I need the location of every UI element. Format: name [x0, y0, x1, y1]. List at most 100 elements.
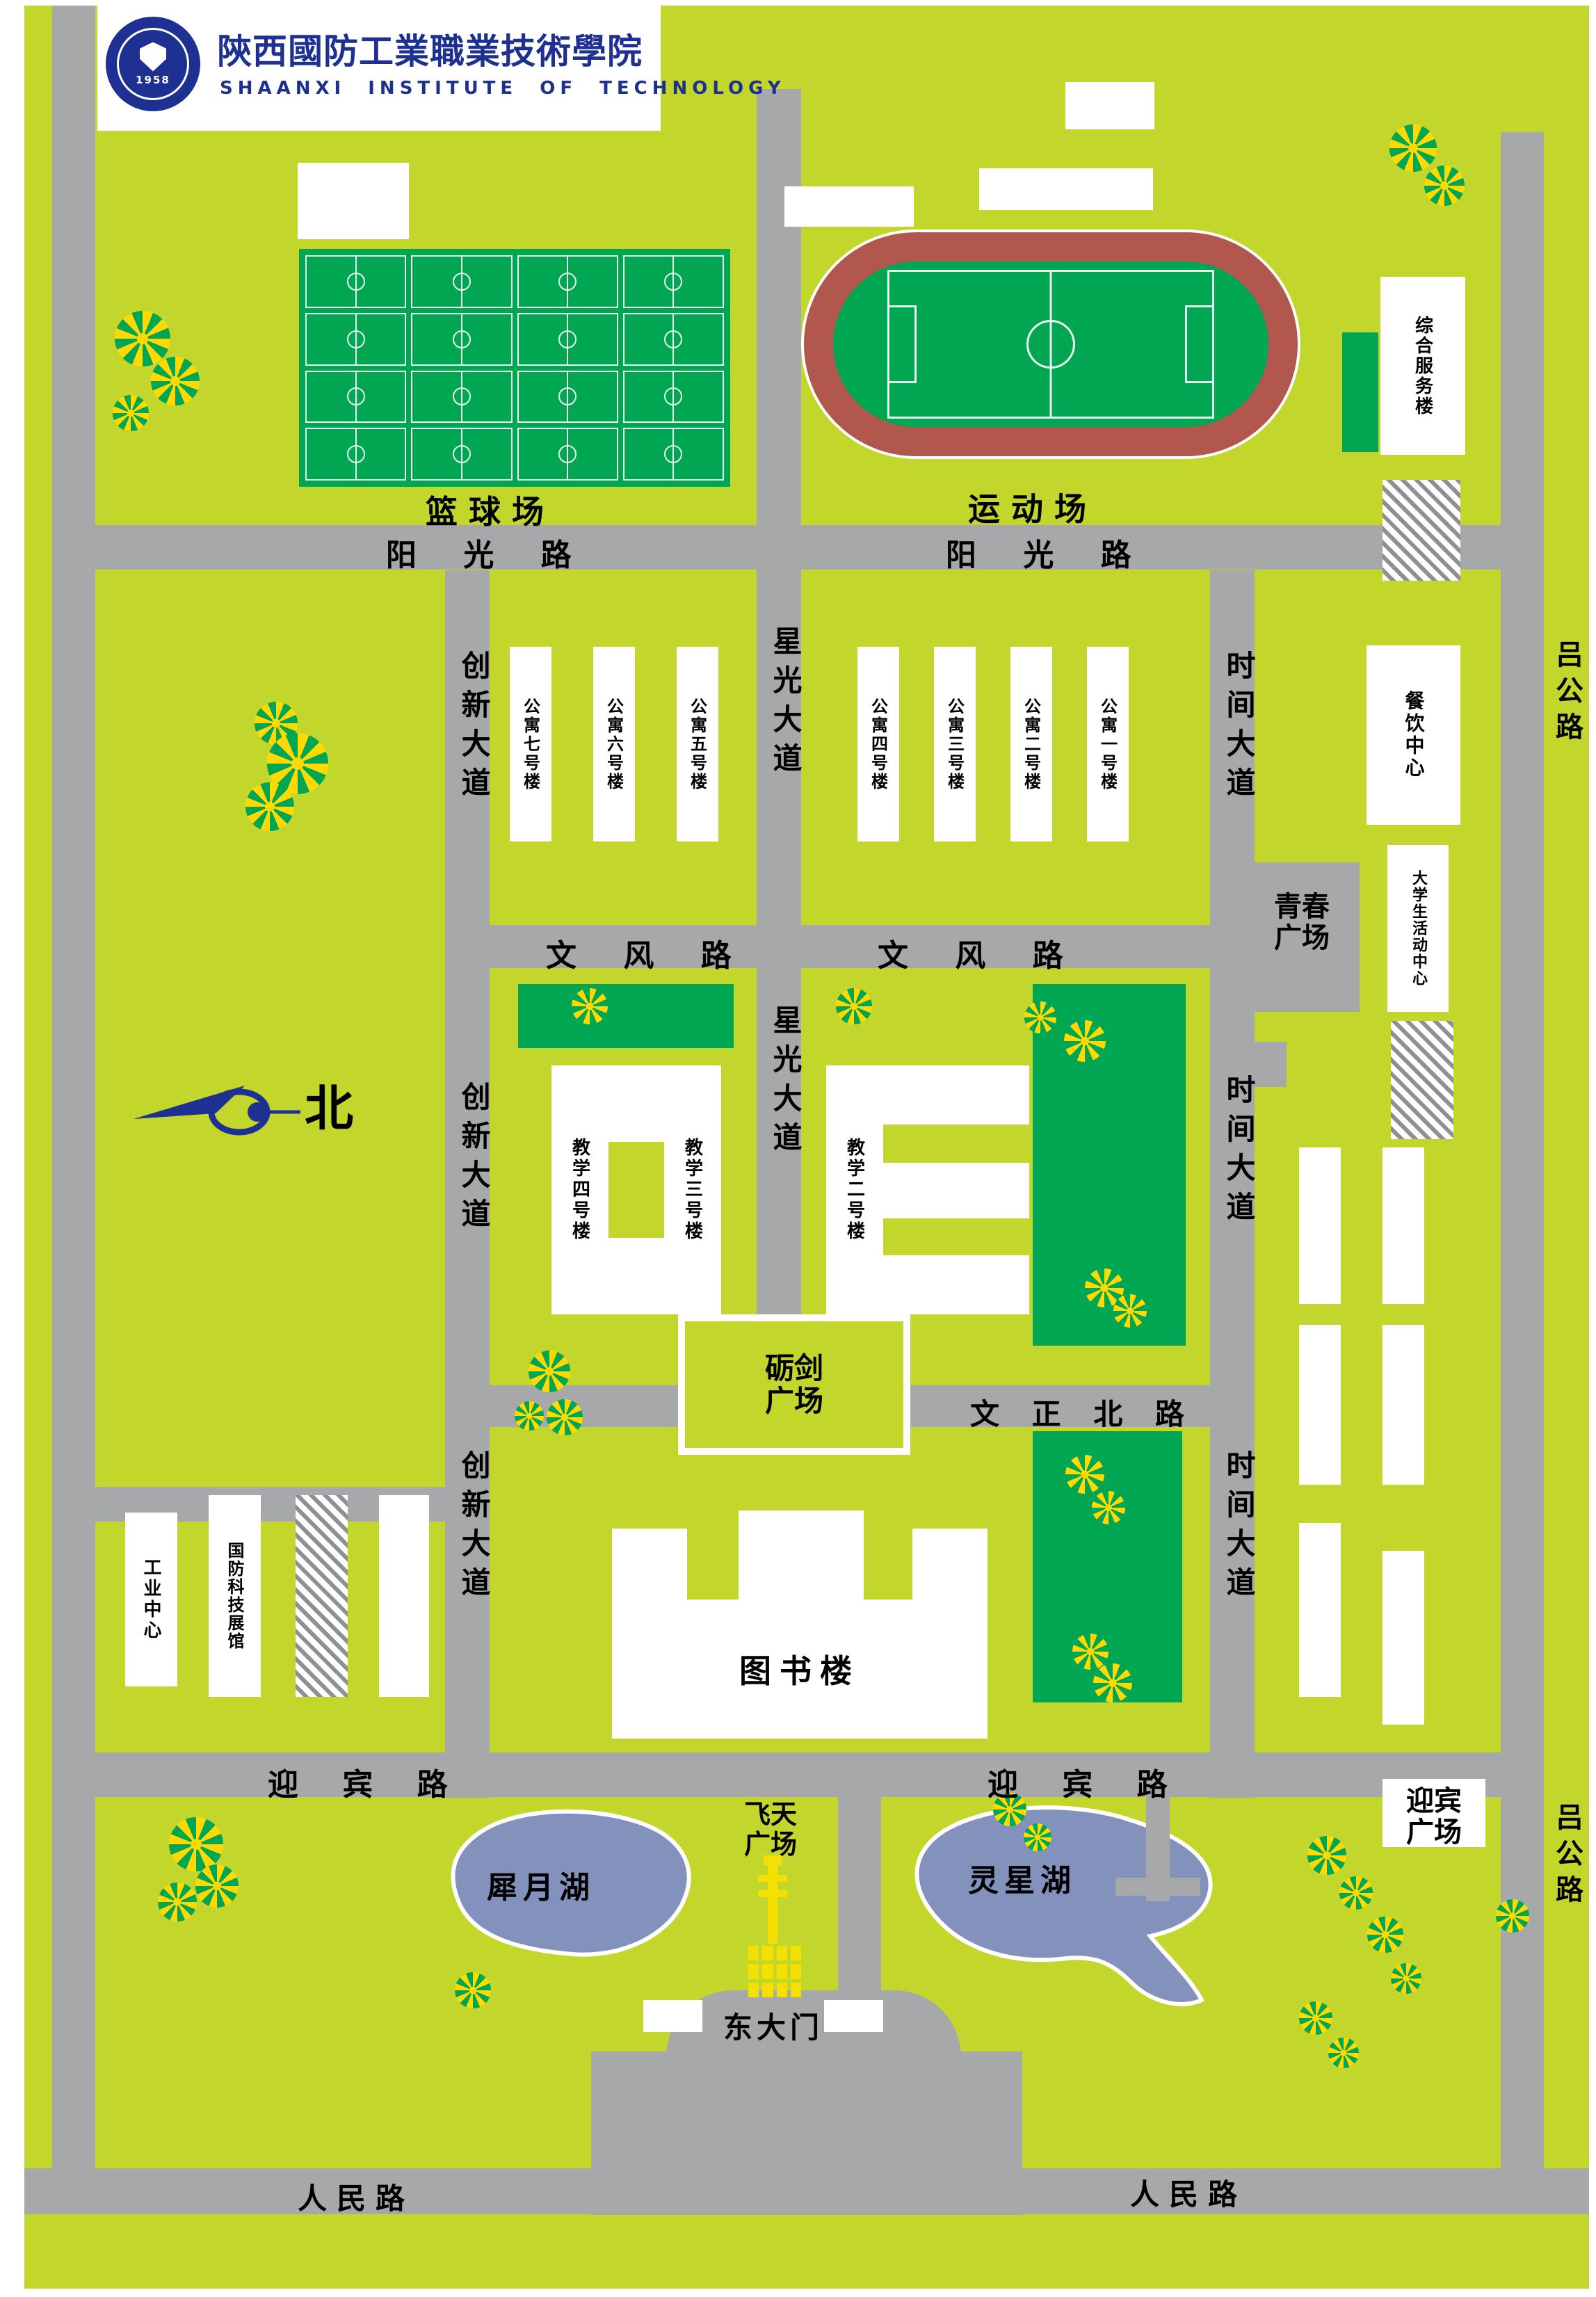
monument-base [748, 1946, 801, 1997]
lingxing-lake-label: 灵星湖 [968, 1863, 1077, 1899]
tree-icon [1496, 1899, 1529, 1933]
building-east-block [1299, 1523, 1341, 1697]
basketball-court [517, 255, 618, 308]
basketball-court [411, 428, 513, 481]
teaching-4-wing-north [608, 1065, 664, 1142]
tree-icon [836, 988, 872, 1024]
building-teaching-2: 教学二号楼 [826, 1065, 883, 1314]
feitian-square-label: 飞天广场 [743, 1799, 797, 1860]
road-label-wenfeng-east: 文 风 路 [878, 938, 1081, 974]
library-tower-east [912, 1529, 988, 1599]
road-chuangxin-avenue [445, 570, 490, 1798]
road-label-shijian-1: 时间大道 [1222, 650, 1256, 806]
road-label-chuangxin-3: 创新大道 [457, 1450, 491, 1606]
xiyue-lake-shape [451, 1809, 691, 1957]
service-building-label: 综合服务楼 [1412, 315, 1433, 417]
basketball-court [622, 312, 724, 366]
basketball-court [305, 370, 407, 424]
pitch-center-circle [1026, 320, 1075, 369]
campus-ground [24, 6, 1589, 2289]
compass-icon [134, 1086, 300, 1136]
building-dorm-6: 公寓六号楼 [593, 647, 635, 841]
pitch-goal-box-left [887, 305, 917, 383]
east-gate-plaza [591, 2052, 1022, 2215]
building-dorm-7: 公寓七号楼 [510, 647, 551, 841]
tree-icon [1339, 1876, 1373, 1910]
stadium-label: 运动场 [968, 490, 1097, 528]
road-label-chuangxin-2: 创新大道 [457, 1081, 491, 1237]
building-dorm-1: 公寓一号楼 [1087, 647, 1129, 841]
building-library: 图书楼 [612, 1599, 988, 1739]
tree-icon [1328, 2038, 1359, 2068]
building-hatched-northeast [1383, 480, 1460, 581]
tree-icon [1367, 1917, 1403, 1953]
basketball-court [305, 428, 407, 481]
youth-square-plaza [1245, 862, 1360, 1012]
road-label-renmin-west: 人民路 [298, 2182, 415, 2216]
tree-icon [1092, 1491, 1125, 1524]
building-hatched-east [1391, 1021, 1453, 1139]
road-label-wenfeng-west: 文 风 路 [546, 938, 750, 974]
dorm-2-label: 公寓二号楼 [1021, 697, 1041, 791]
road-label-yangguang-east: 阳 光 路 [946, 538, 1150, 573]
road-label-yingbin-west: 迎 宾 路 [268, 1767, 465, 1803]
tree-icon [529, 1351, 570, 1392]
dorm-3-label: 公寓三号楼 [944, 697, 965, 791]
monument-base-block [790, 1982, 801, 1997]
tree-icon [547, 1399, 583, 1435]
building-teaching-3: 教学三号楼 [664, 1065, 721, 1314]
basketball-court [622, 370, 724, 424]
building-east-block [1299, 1325, 1341, 1485]
dorm-7-label: 公寓七号楼 [520, 697, 540, 791]
tree-icon [1065, 1455, 1104, 1494]
tree-icon [169, 1817, 223, 1871]
tree-icon [1113, 1294, 1147, 1328]
building-east-block [1383, 1147, 1424, 1304]
basketball-court [411, 255, 513, 308]
tree-icon [1024, 1823, 1051, 1851]
tree-icon [1307, 1836, 1346, 1875]
east-gate-house-right [824, 2000, 883, 2032]
building-defense-museum: 国防科技展馆 [209, 1495, 261, 1697]
teaching-2-label: 教学二号楼 [844, 1138, 865, 1242]
dorm-5-label: 公寓五号楼 [687, 697, 707, 791]
building-northwest-block [298, 163, 409, 239]
compass-north-label: 北 [305, 1080, 353, 1137]
building-east-block [1383, 1325, 1424, 1485]
road-label-wenzheng-north: 文 正 北 路 [970, 1397, 1195, 1431]
building-southwest-block [379, 1495, 429, 1697]
basketball-court [305, 255, 407, 308]
building-dining-center: 餐饮中心 [1367, 645, 1460, 825]
building-north-block-3 [1065, 82, 1154, 129]
teaching-2-wing-middle [883, 1163, 1029, 1218]
school-logo-ring: 1958 [117, 28, 189, 100]
tree-icon [158, 1883, 197, 1921]
school-name-zh: 陝西國防工業職業技術學院 [217, 31, 643, 72]
defense-museum-label: 国防科技展馆 [225, 1542, 244, 1650]
monument-base-block [762, 1964, 773, 1979]
road-west-ring [52, 6, 95, 2214]
monument-base-block [762, 1982, 773, 1997]
dining-center-label: 餐饮中心 [1402, 691, 1426, 780]
tree-icon [1424, 166, 1465, 206]
road-label-yangguang-west: 阳 光 路 [386, 538, 590, 573]
building-dorm-3: 公寓三号楼 [934, 647, 976, 841]
library-tower-west [612, 1529, 687, 1599]
tree-icon [245, 782, 294, 831]
road-label-xingguang-1: 星光大道 [768, 626, 803, 782]
building-teaching-4: 教学四号楼 [551, 1065, 608, 1314]
yingbin-square-label: 迎宾广场 [1406, 1785, 1462, 1848]
lake-pier-arm [1115, 1878, 1200, 1896]
stadium-track [801, 229, 1300, 459]
road-label-xingguang-2: 星光大道 [768, 1005, 803, 1161]
road-label-lugong-south: 吕公路 [1551, 1803, 1583, 1911]
school-name-en: SHAANXI INSTITUTE OF TECHNOLOGY [220, 78, 786, 99]
monument-crossbar [758, 1890, 787, 1897]
tree-icon [1072, 1634, 1109, 1670]
lingxing-lake-shape [914, 1805, 1213, 2006]
basketball-court [517, 370, 618, 424]
school-emblem-icon [140, 42, 166, 72]
road-label-chuangxin-1: 创新大道 [457, 650, 491, 806]
teaching-green-north [518, 984, 734, 1048]
basketball-court [517, 312, 618, 366]
